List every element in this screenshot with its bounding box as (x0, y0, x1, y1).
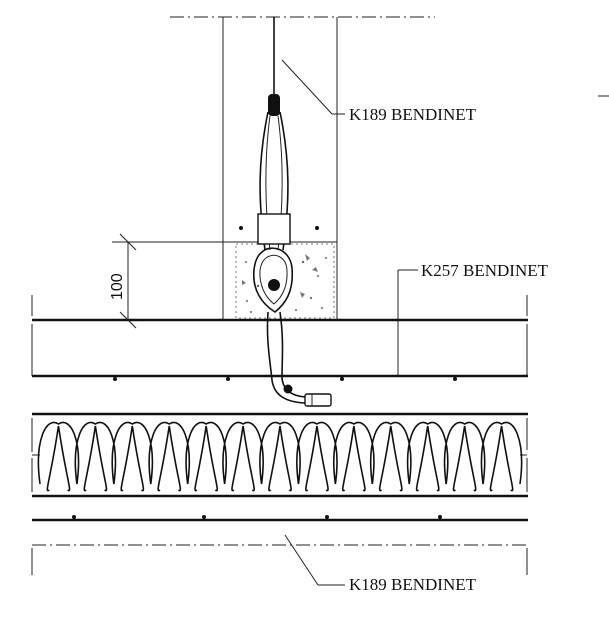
slab-upper-layer (31, 295, 528, 381)
leader-top-mesh: K189 BENDINET (281, 59, 477, 124)
leader-middle-mesh: K257 BENDINET (397, 261, 549, 376)
label-middle-mesh: K257 BENDINET (421, 261, 549, 280)
dimension-label: 100 (109, 273, 126, 300)
insulation-hatch (37, 421, 523, 492)
rebar-dots-upper (113, 377, 457, 381)
wire-loop-connector (252, 17, 332, 407)
rebar-dots-lower (72, 515, 442, 519)
leader-bottom-mesh: K189 BENDINET (284, 534, 477, 594)
upper-wall (170, 16, 435, 320)
label-bottom-mesh: K189 BENDINET (349, 575, 477, 594)
label-top-mesh: K189 BENDINET (349, 105, 477, 124)
grout-pocket (235, 243, 335, 319)
slab-lower-layer (31, 515, 528, 575)
insulation-layer (31, 412, 528, 498)
dimension-100: 100 (109, 233, 223, 329)
